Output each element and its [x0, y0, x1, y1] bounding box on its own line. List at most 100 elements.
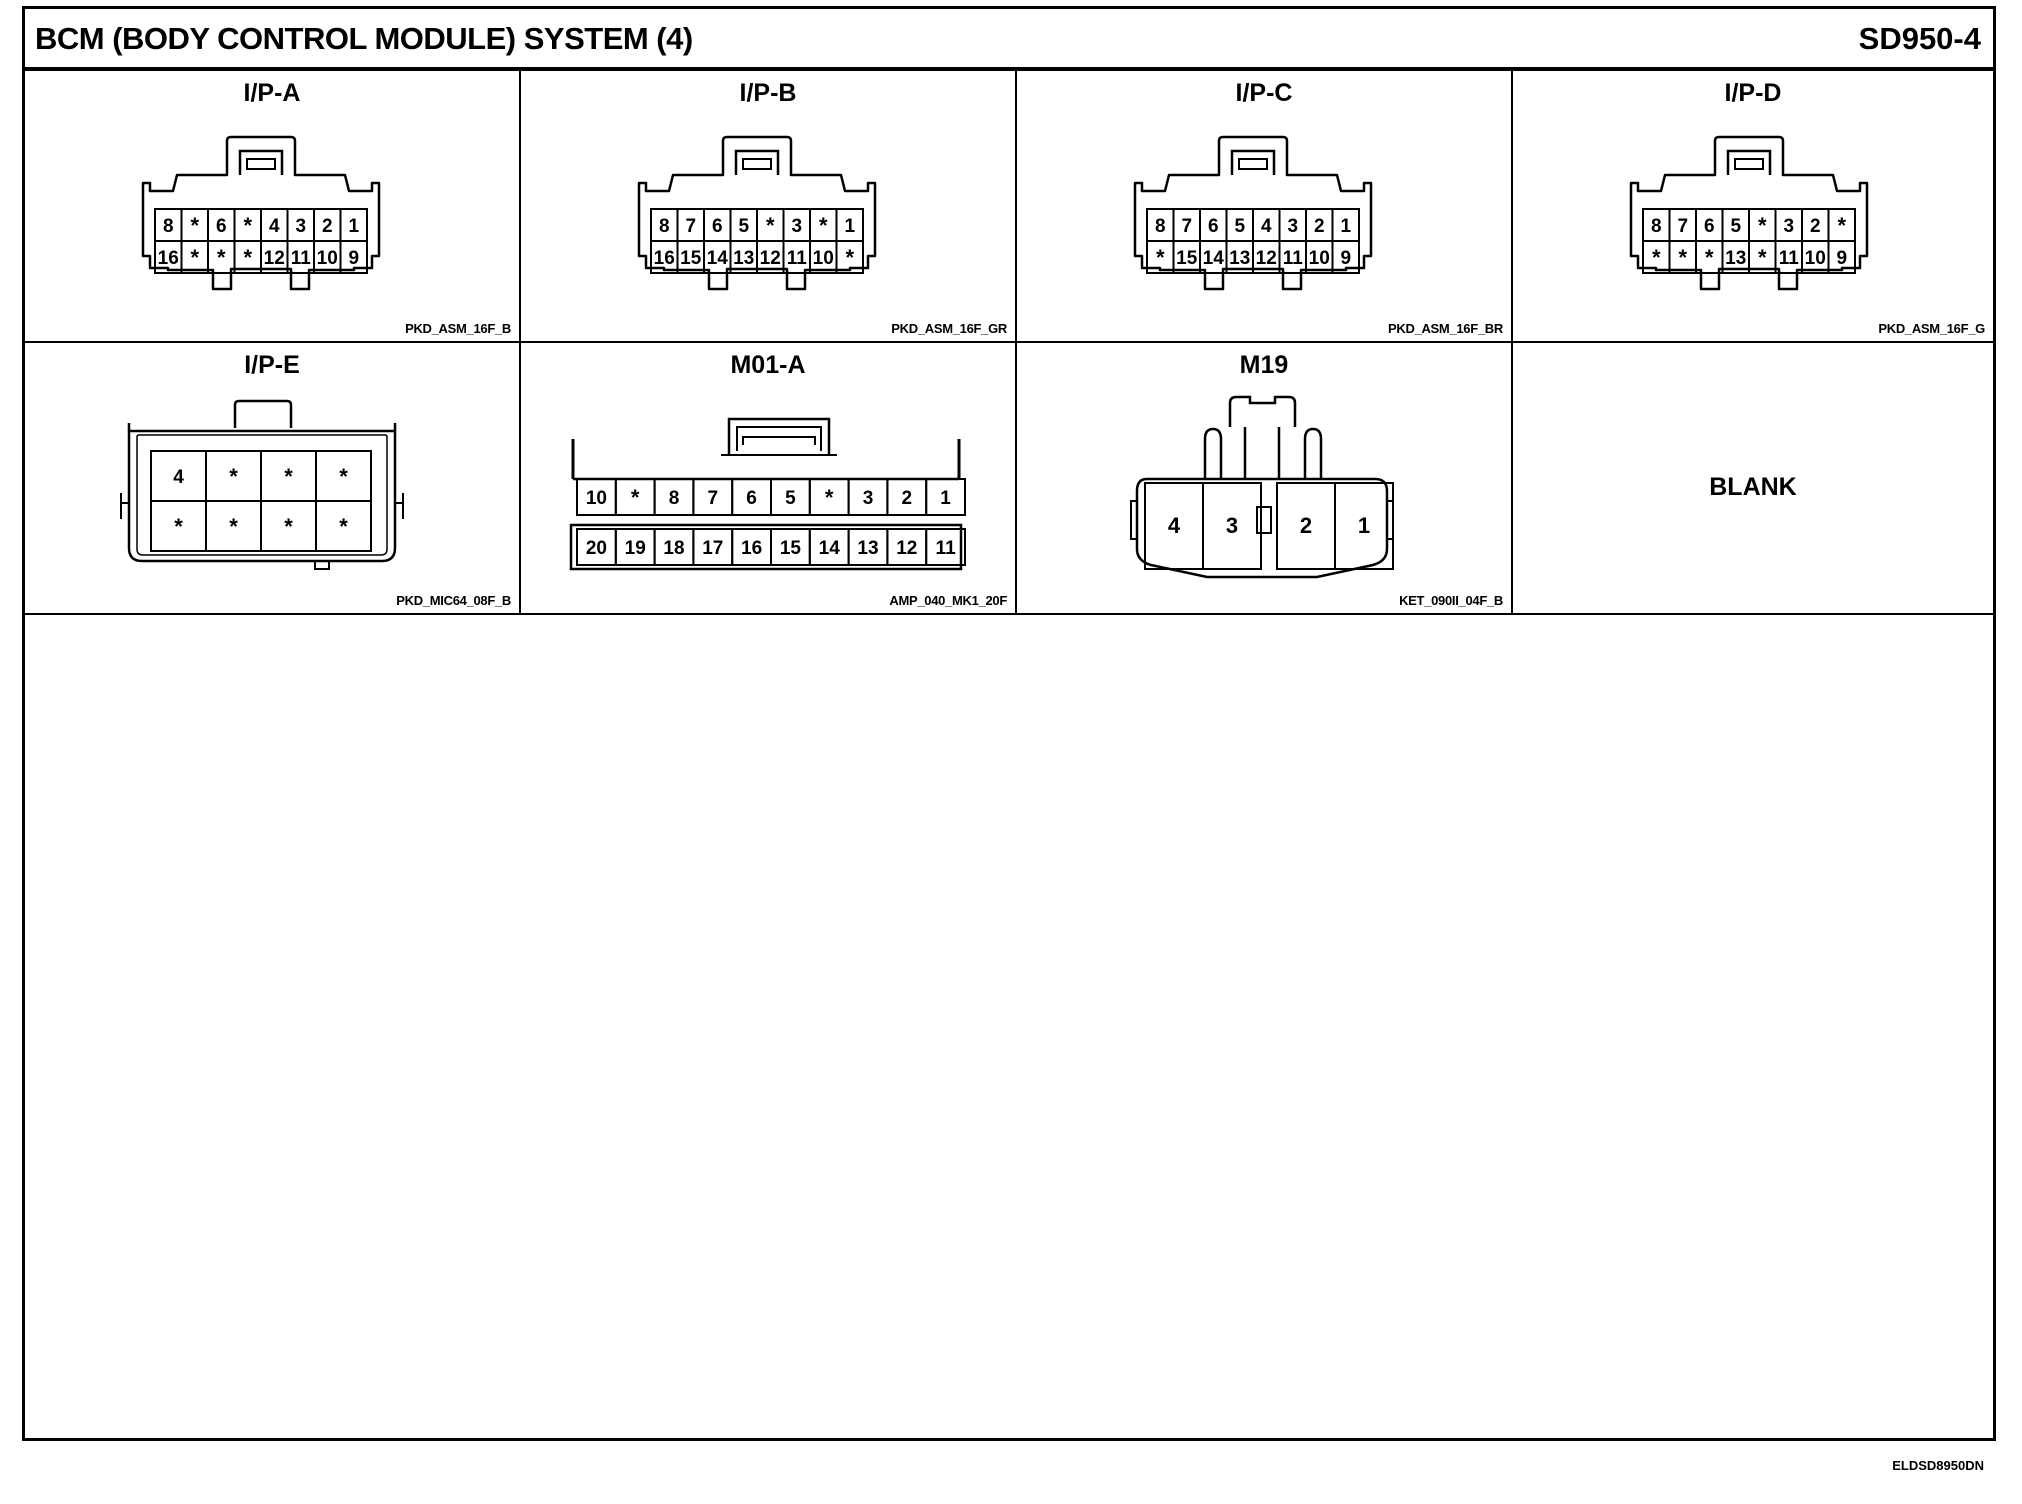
unused-pin-label: * [825, 485, 834, 510]
pin-label: 14 [819, 538, 841, 559]
unused-pin-label: * [1652, 245, 1661, 270]
pin-label: 7 [708, 488, 719, 509]
pin-label: 13 [733, 248, 754, 269]
pin-label: 18 [663, 538, 684, 559]
pin-label: 20 [586, 538, 607, 559]
pin-label: 2 [1810, 216, 1821, 237]
pin-label: 5 [1730, 216, 1741, 237]
panel-blank: BLANK [1513, 343, 1993, 615]
unused-pin-label: * [1678, 245, 1687, 270]
unused-pin-label: * [819, 213, 828, 238]
pin-label: 12 [1256, 248, 1277, 269]
connector-part-code: PKD_MIC64_08F_B [396, 593, 511, 608]
page-code: SD950-4 [1858, 21, 1981, 56]
pin-label: 6 [712, 216, 723, 237]
pin-label: 2 [1300, 513, 1312, 538]
pin-label: 3 [1226, 513, 1238, 538]
unused-pin-label: * [243, 245, 252, 270]
pin-label: 16 [654, 248, 675, 269]
pin-label: 1 [1340, 216, 1351, 237]
pin-label: 2 [1314, 216, 1325, 237]
pin-cell [1331, 240, 1360, 274]
connector-name: M19 [1239, 351, 1289, 379]
unused-pin-label: * [339, 514, 348, 539]
unused-pin-label: * [339, 464, 348, 489]
pin-label: 2 [322, 216, 333, 237]
blank-label: BLANK [1709, 473, 1797, 501]
pin-label: 19 [625, 538, 646, 559]
pin-label: 2 [902, 488, 913, 509]
pin-label: 16 [741, 538, 762, 559]
unused-pin-label: * [284, 464, 293, 489]
pin-label: 10 [586, 488, 607, 509]
pin-label: 9 [348, 248, 359, 269]
pin-label: 15 [680, 248, 702, 269]
pin-label: 1 [940, 488, 951, 509]
pin-label: 7 [1181, 216, 1192, 237]
pin-label: 4 [1261, 216, 1272, 237]
unused-pin-label: * [229, 464, 238, 489]
pin-label: 15 [780, 538, 802, 559]
pin-label: 17 [702, 538, 723, 559]
pin-label: 6 [1208, 216, 1219, 237]
unused-pin-label: * [1837, 213, 1846, 238]
pin-label: 11 [1283, 248, 1304, 269]
connector-name: I/P-B [739, 79, 797, 107]
unused-pin-label: * [1705, 245, 1714, 270]
pin-label: 13 [857, 538, 878, 559]
pin-label: 8 [1155, 216, 1166, 237]
sheet-header: BCM (BODY CONTROL MODULE) SYSTEM (4) SD9… [25, 9, 1993, 71]
pin-label: 3 [1783, 216, 1794, 237]
pin-label: 1 [1358, 513, 1370, 538]
pin-label: 11 [291, 248, 312, 269]
pin-cell [1202, 482, 1262, 570]
pin-label: 6 [746, 488, 757, 509]
unused-pin-label: * [217, 245, 226, 270]
pin-label: 8 [163, 216, 174, 237]
connector-name: I/P-D [1724, 79, 1782, 107]
pin-label: 6 [1704, 216, 1715, 237]
connector-name: I/P-C [1235, 79, 1293, 107]
pin-label: 9 [1836, 248, 1847, 269]
pin-label: 5 [785, 488, 796, 509]
document-id: ELDSD8950DN [1892, 1458, 1984, 1473]
unused-pin-label: * [766, 213, 775, 238]
page-title: BCM (BODY CONTROL MODULE) SYSTEM (4) [35, 21, 693, 56]
connector-part-code: PKD_ASM_16F_BR [1387, 321, 1503, 336]
connector-part-code: AMP_040_MK1_20F [889, 593, 1007, 608]
pin-cell [925, 478, 967, 516]
pin-label: 9 [1340, 248, 1351, 269]
pin-label: 10 [317, 248, 338, 269]
unused-pin-label: * [1758, 213, 1767, 238]
unused-pin-label: * [229, 514, 238, 539]
connector-ip-e-diagram: 4******* [120, 399, 404, 570]
pin-label: 14 [707, 248, 729, 269]
unused-pin-label: * [845, 245, 854, 270]
pin-label: 1 [844, 216, 855, 237]
pin-label: 8 [669, 488, 680, 509]
pin-label: 5 [1234, 216, 1245, 237]
pin-label: 10 [813, 248, 834, 269]
pin-label: 12 [760, 248, 781, 269]
pin-label: 16 [158, 248, 179, 269]
pin-cell [1334, 482, 1394, 570]
pin-label: 3 [863, 488, 874, 509]
pin-cell [835, 240, 864, 274]
pin-label: 13 [1229, 248, 1250, 269]
connector-part-code: PKD_ASM_16F_B [405, 321, 511, 336]
pin-label: 11 [787, 248, 808, 269]
pin-label: 3 [791, 216, 802, 237]
pin-label: 8 [1651, 216, 1662, 237]
pin-label: 8 [659, 216, 670, 237]
pin-label: 13 [1725, 248, 1746, 269]
